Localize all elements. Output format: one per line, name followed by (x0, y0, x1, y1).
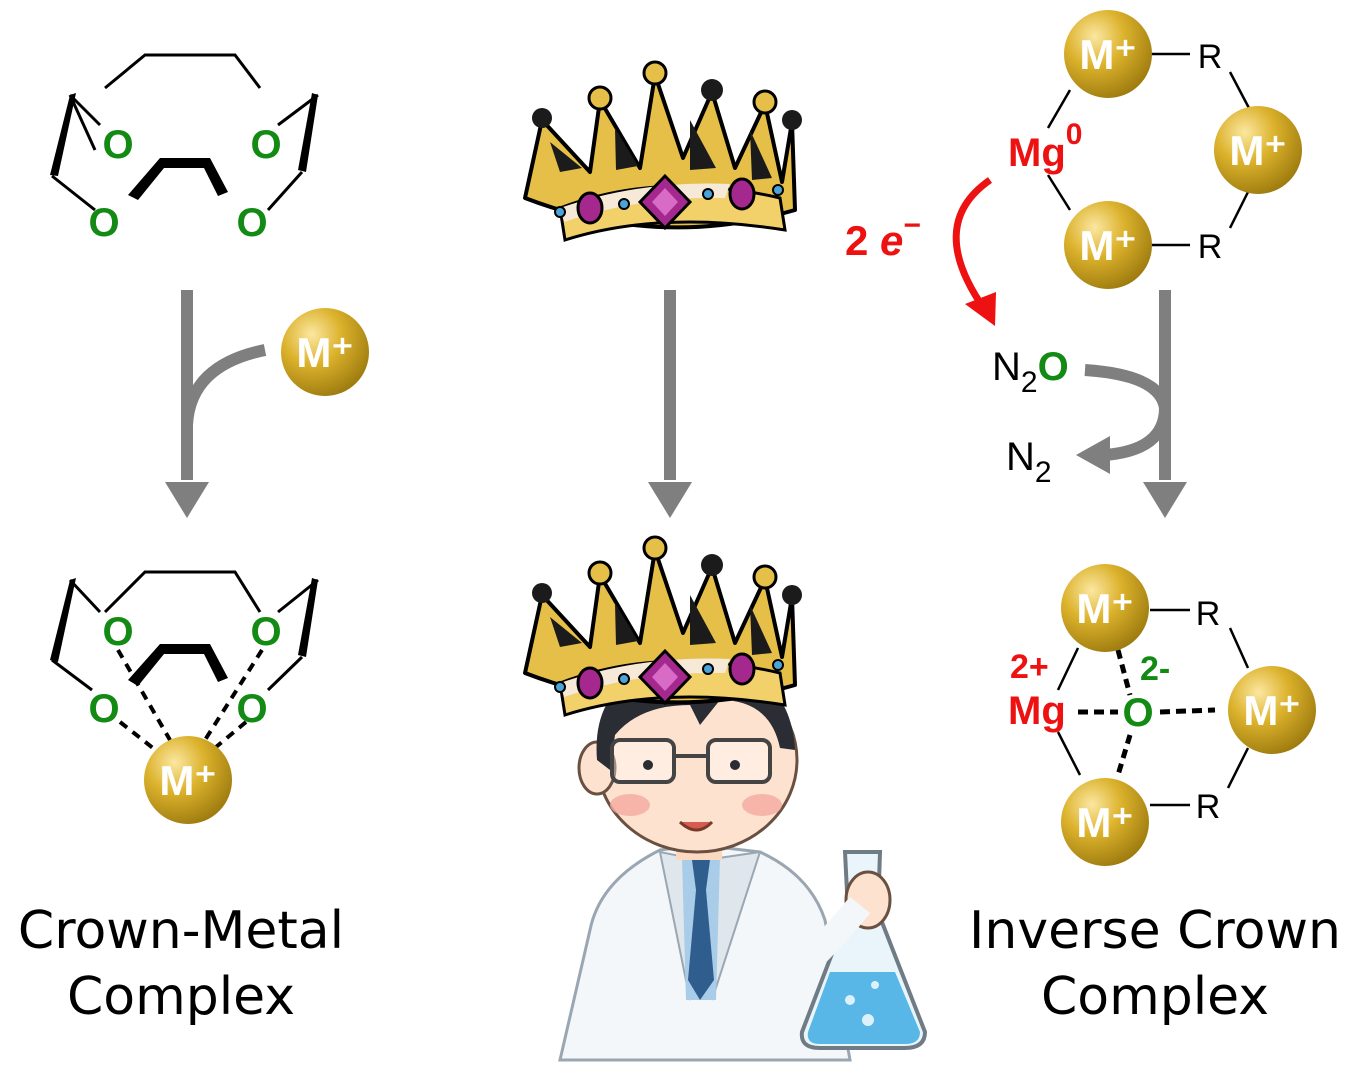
metal-ion: M⁺ (1228, 666, 1316, 754)
oxide-label: O (1122, 691, 1153, 735)
svg-text:M⁺: M⁺ (1229, 127, 1286, 174)
substituent-label: R (1198, 228, 1223, 266)
oxygen-atom-label: O (102, 123, 133, 167)
oxygen-atom-label: O (236, 201, 267, 245)
magnesiate-ring: M⁺ M⁺ M⁺ R R Mg0 (1008, 10, 1302, 289)
oxygen-atom-label: O (102, 610, 133, 654)
crown-icon (523, 60, 804, 242)
oxygen-atom-label: O (250, 123, 281, 167)
substituent-label: R (1198, 38, 1223, 76)
metal-ion: M⁺ (144, 736, 232, 824)
crown-ether-free: O O O O (50, 53, 319, 245)
svg-text:M⁺: M⁺ (1079, 31, 1136, 78)
caption-line: Complex (66, 967, 296, 1027)
svg-text:M⁺: M⁺ (159, 757, 216, 804)
substituent-label: R (1196, 595, 1221, 633)
metal-ion: M⁺ (1214, 106, 1302, 194)
svg-text:M⁺: M⁺ (1076, 585, 1133, 632)
inverse-crown-complex: M⁺ M⁺ M⁺ R R 2+ Mg 2- O (1008, 564, 1316, 866)
svg-text:M⁺: M⁺ (1243, 687, 1300, 734)
oxygen-atom-label: O (88, 201, 119, 245)
magnesium-label: Mg (1008, 689, 1066, 733)
oxygen-atom-label: O (250, 610, 281, 654)
arrow-down-middle (648, 290, 692, 518)
magnesium-zero-label: Mg0 (1008, 118, 1082, 175)
magnesium-charge-label: 2+ (1010, 648, 1049, 686)
caption-line: Complex (1040, 967, 1270, 1027)
nitrous-oxide-label: N2O (992, 345, 1069, 399)
caption-crown-metal-complex: Crown-Metal Complex (0, 898, 362, 1030)
svg-text:M⁺: M⁺ (1076, 799, 1133, 846)
arrow-metal-binding (165, 290, 267, 518)
svg-text:M⁺: M⁺ (1079, 222, 1136, 269)
substituent-label: R (1196, 788, 1221, 826)
oxygen-atom-label: O (236, 687, 267, 731)
crown-icon (523, 535, 804, 717)
scientist-illustration (558, 660, 928, 1062)
electron-count-label: 2 e− (845, 209, 921, 264)
caption-line: Inverse Crown (969, 901, 1341, 961)
oxygen-atom-label: O (88, 687, 119, 731)
nitrogen-label: N2 (1006, 435, 1052, 489)
metal-ion: M⁺ (1061, 778, 1149, 866)
metal-ion: M⁺ (281, 308, 369, 396)
svg-text:M⁺: M⁺ (296, 329, 353, 376)
caption-inverse-crown-complex: Inverse Crown Complex (955, 898, 1355, 1030)
metal-ion: M⁺ (1064, 201, 1152, 289)
caption-line: Crown-Metal (17, 901, 345, 961)
oxide-charge-label: 2- (1140, 650, 1170, 688)
arrow-down-right (1076, 290, 1187, 518)
metal-ion: M⁺ (1064, 10, 1152, 98)
crown-ether-metal-complex: O O O O M⁺ (50, 570, 319, 824)
electron-transfer-arrow: 2 e− (845, 177, 996, 326)
metal-ion: M⁺ (1061, 564, 1149, 652)
